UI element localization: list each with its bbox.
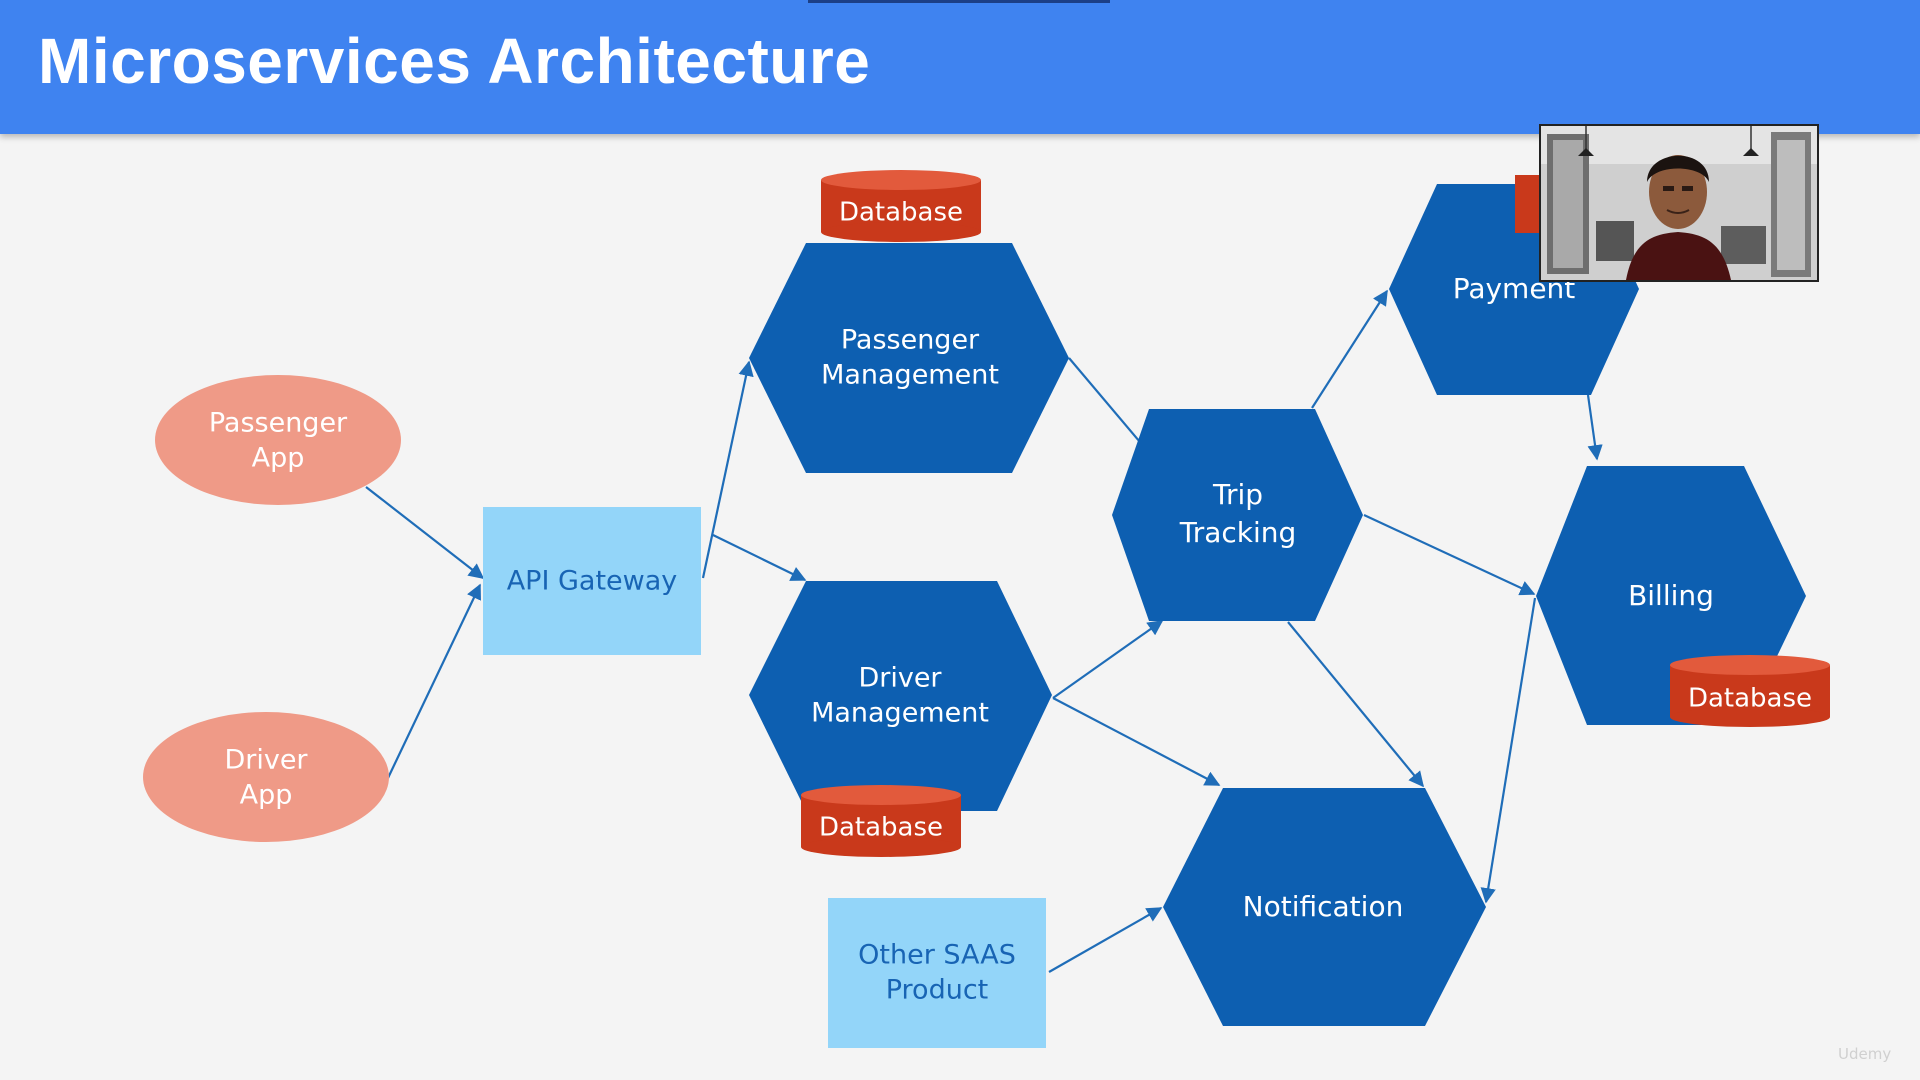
edge-driver-mgmt-to-notification (1052, 697, 1221, 786)
driver-app-label-1: Driver (224, 745, 308, 776)
passenger-app-shape (155, 375, 401, 505)
edge-gateway-to-driver-mgmt (712, 534, 807, 581)
title-bar: Microservices Architecture (0, 0, 1920, 134)
edge-passenger-mgmt-to-trip (1068, 357, 1146, 449)
node-trip-tracking: Trip Tracking (1112, 409, 1363, 621)
node-driver-management: Driver Management (749, 581, 1052, 811)
edge-driver-app-to-gateway (387, 583, 481, 779)
driver-app-shape (143, 712, 389, 842)
trip-tracking-label-2: Tracking (1179, 516, 1297, 549)
edges (365, 289, 1603, 973)
node-passenger-management: Passenger Management (749, 243, 1069, 473)
udemy-watermark: Udemy (1838, 1045, 1892, 1063)
edge-gateway-to-passenger-mgmt (701, 360, 754, 579)
passenger-app-label-1: Passenger (209, 408, 348, 439)
database-passenger-management: Database (821, 170, 981, 242)
edge-saas-to-notification (1048, 907, 1163, 973)
db-driver-top (801, 785, 961, 805)
driver-mgmt-label-1: Driver (858, 663, 942, 694)
api-gateway-label: API Gateway (507, 566, 678, 597)
edge-trip-to-notification (1287, 621, 1424, 788)
edge-trip-to-billing (1363, 514, 1536, 596)
db-passenger-label: Database (839, 198, 963, 228)
edge-trip-to-payment (1311, 289, 1388, 409)
notification-shape (1163, 788, 1486, 1026)
node-driver-app: Driver App (143, 712, 389, 842)
driver-mgmt-label-2: Management (811, 698, 989, 729)
api-gateway-shape (483, 507, 701, 655)
passenger-mgmt-label-1: Passenger (841, 325, 980, 356)
node-other-saas-product: Other SAAS Product (828, 898, 1046, 1048)
node-notification: Notification (1163, 788, 1486, 1026)
billing-label: Billing (1628, 579, 1714, 612)
db-billing-bottom (1670, 707, 1830, 727)
driver-mgmt-shape (749, 581, 1052, 811)
passenger-mgmt-shape (749, 243, 1069, 473)
database-driver-management: Database (801, 785, 961, 857)
db-billing-top (1670, 655, 1830, 675)
slide-title: Microservices Architecture (38, 25, 871, 97)
db-driver-label: Database (819, 813, 943, 843)
db-passenger-top (821, 170, 981, 190)
notification-label: Notification (1243, 890, 1404, 923)
node-passenger-app: Passenger App (155, 375, 401, 505)
db-passenger-bottom (821, 222, 981, 242)
edge-payment-to-billing (1586, 394, 1603, 461)
trip-tracking-shape (1112, 409, 1363, 621)
edge-billing-to-notification (1480, 597, 1537, 904)
db-billing-label: Database (1688, 684, 1812, 714)
driver-app-label-2: App (240, 780, 293, 811)
presenter-webcam (1539, 124, 1819, 282)
progress-strip (808, 0, 1110, 3)
passenger-mgmt-label-2: Management (821, 360, 999, 391)
presenter-video-icon (1541, 126, 1817, 280)
other-saas-shape (828, 898, 1046, 1048)
other-saas-label-1: Other SAAS (858, 940, 1016, 971)
trip-tracking-label-1: Trip (1212, 478, 1263, 511)
edge-driver-mgmt-to-trip (1052, 620, 1164, 699)
db-driver-bottom (801, 837, 961, 857)
other-saas-label-2: Product (886, 975, 989, 1006)
node-api-gateway: API Gateway (483, 507, 701, 655)
passenger-app-label-2: App (252, 443, 305, 474)
database-billing: Database (1670, 655, 1830, 727)
edge-passenger-app-to-gateway (365, 486, 485, 579)
